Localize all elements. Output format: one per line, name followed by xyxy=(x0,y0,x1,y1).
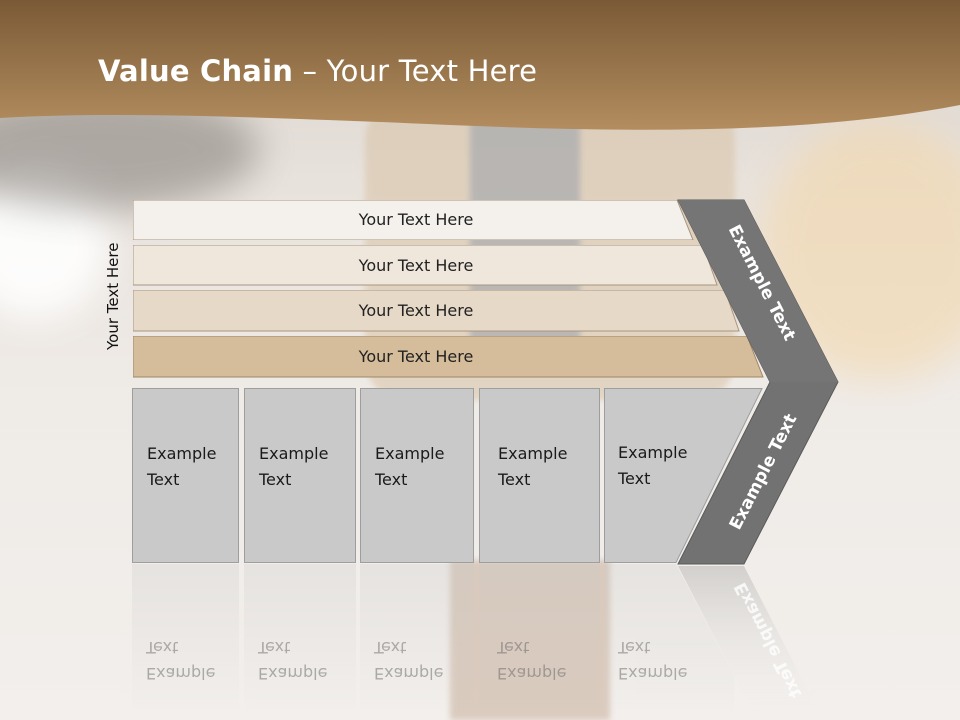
row-shape xyxy=(133,245,718,286)
page-title: Value Chain – Your Text Here xyxy=(98,54,537,88)
side-label: Your Text Here xyxy=(104,242,122,350)
row-label: Your Text Here xyxy=(358,256,474,275)
row-label: Your Text Here xyxy=(358,347,474,366)
chevron-arrow xyxy=(677,199,839,565)
row-shape xyxy=(133,290,740,332)
chevron-reflection xyxy=(678,566,820,714)
header-band xyxy=(0,0,960,130)
background-person-legs xyxy=(450,560,610,720)
row-shape xyxy=(133,200,694,240)
row-shape xyxy=(133,336,764,378)
row-label: Your Text Here xyxy=(358,301,474,320)
title-bold: Value Chain xyxy=(98,54,294,88)
activity-box-5-shape xyxy=(604,388,763,563)
title-rest: – Your Text Here xyxy=(293,54,538,88)
row-label: Your Text Here xyxy=(358,210,474,229)
